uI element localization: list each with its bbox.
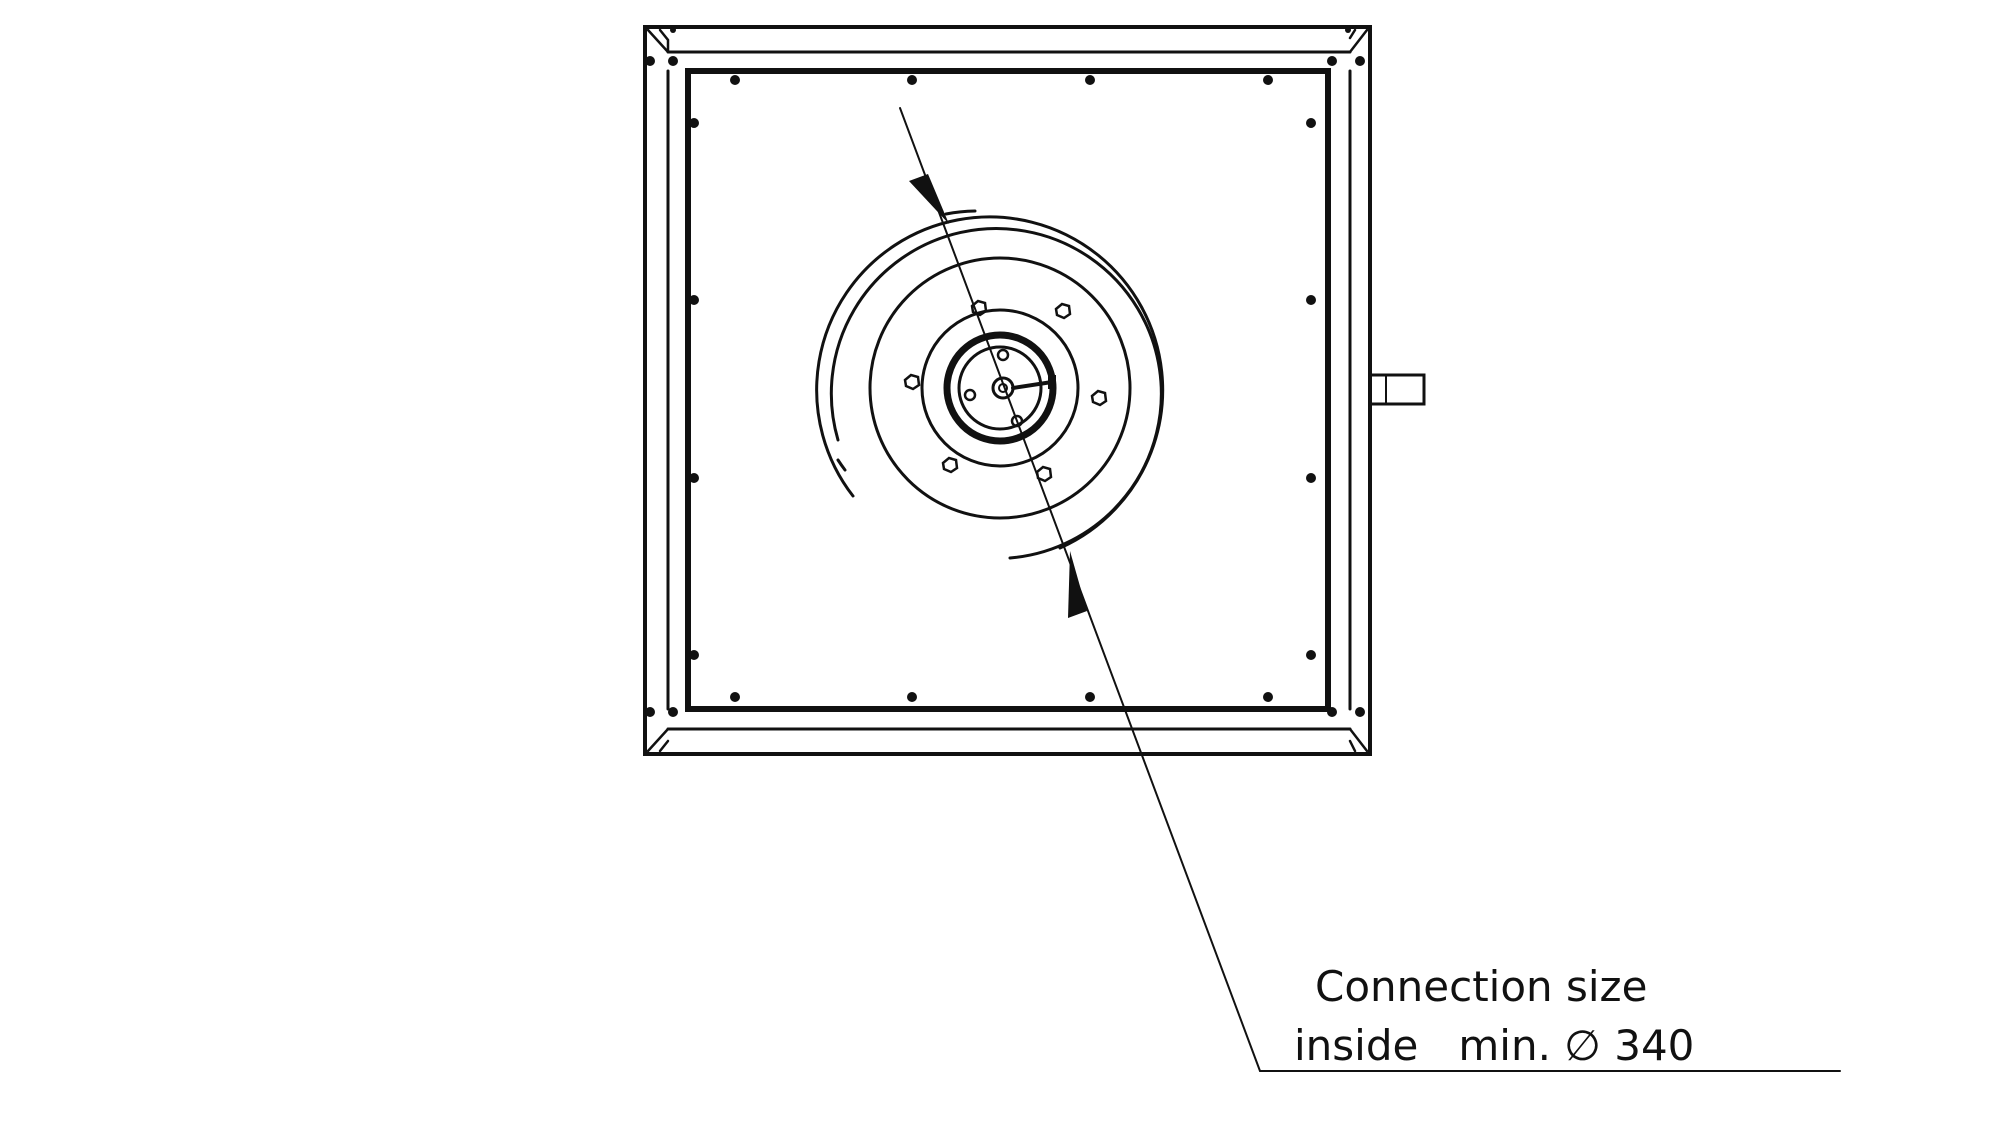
arrow-bottom	[1068, 551, 1087, 618]
impeller-ring-2	[920, 308, 1080, 468]
arrow-top	[909, 174, 949, 224]
volute-inner-arc	[829, 227, 1163, 560]
connection-size-label: Connection size	[1315, 962, 1648, 1011]
panel-rivets	[645, 27, 1365, 717]
hub-inner	[957, 345, 1043, 431]
inner-panel	[685, 68, 1331, 712]
inside-min-diameter-label: inside min. ∅ 340	[1294, 1025, 1694, 1067]
hub-bolts	[903, 299, 1108, 483]
outer-frame	[643, 25, 1372, 756]
fan-impeller	[815, 209, 1165, 560]
corner-gussets	[646, 28, 1369, 753]
side-connector	[1368, 373, 1426, 406]
dimension-arrows	[909, 174, 1087, 618]
inside-min-text: inside min.	[1294, 1021, 1565, 1070]
diameter-value: 340	[1600, 1021, 1695, 1070]
impeller-ring-1	[868, 256, 1132, 520]
shaft-key-end	[1048, 375, 1056, 389]
volute-outer-arc	[815, 215, 1165, 550]
diameter-symbol: ∅	[1564, 1021, 1601, 1070]
shaft-key	[1011, 380, 1054, 390]
